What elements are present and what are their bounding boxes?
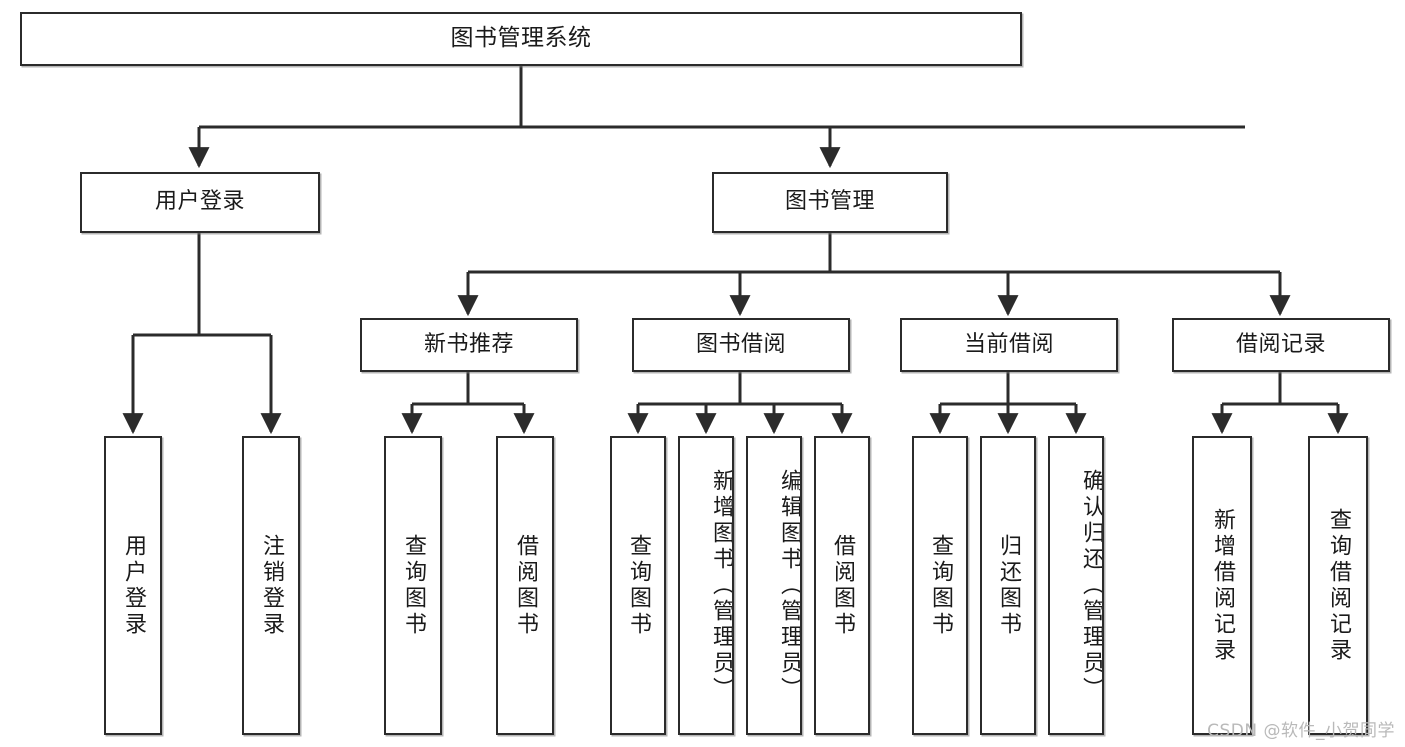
leaf-book-borrow-query-books[interactable]: 查询图书 xyxy=(610,436,666,735)
csdn-watermark: CSDN @软件_小贺同学 xyxy=(1207,721,1395,741)
node-book-management[interactable]: 图书管理 xyxy=(712,172,948,233)
leaf-book-borrow-edit-book-admin[interactable]: 编辑图书（管理员） xyxy=(746,436,802,735)
leaf-user-login-login[interactable]: 用户登录 xyxy=(104,436,162,735)
leaf-new-book-query-books[interactable]: 查询图书 xyxy=(384,436,442,735)
node-root-library-system[interactable]: 图书管理系统 xyxy=(20,12,1022,66)
leaf-current-borrow-query-books[interactable]: 查询图书 xyxy=(912,436,968,735)
leaf-book-borrow-borrow-books[interactable]: 借阅图书 xyxy=(814,436,870,735)
leaf-user-login-logout[interactable]: 注销登录 xyxy=(242,436,300,735)
node-borrow-record[interactable]: 借阅记录 xyxy=(1172,318,1390,372)
leaf-borrow-record-add-record[interactable]: 新增借阅记录 xyxy=(1192,436,1252,735)
node-book-borrow[interactable]: 图书借阅 xyxy=(632,318,850,372)
leaf-new-book-borrow-books[interactable]: 借阅图书 xyxy=(496,436,554,735)
leaf-book-borrow-add-book-admin[interactable]: 新增图书（管理员） xyxy=(678,436,734,735)
node-new-book-recommend[interactable]: 新书推荐 xyxy=(360,318,578,372)
node-current-borrow[interactable]: 当前借阅 xyxy=(900,318,1118,372)
leaf-current-borrow-return-books[interactable]: 归还图书 xyxy=(980,436,1036,735)
node-user-login[interactable]: 用户登录 xyxy=(80,172,320,233)
leaf-borrow-record-query-record[interactable]: 查询借阅记录 xyxy=(1308,436,1368,735)
leaf-current-borrow-confirm-return-admin[interactable]: 确认归还（管理员） xyxy=(1048,436,1104,735)
